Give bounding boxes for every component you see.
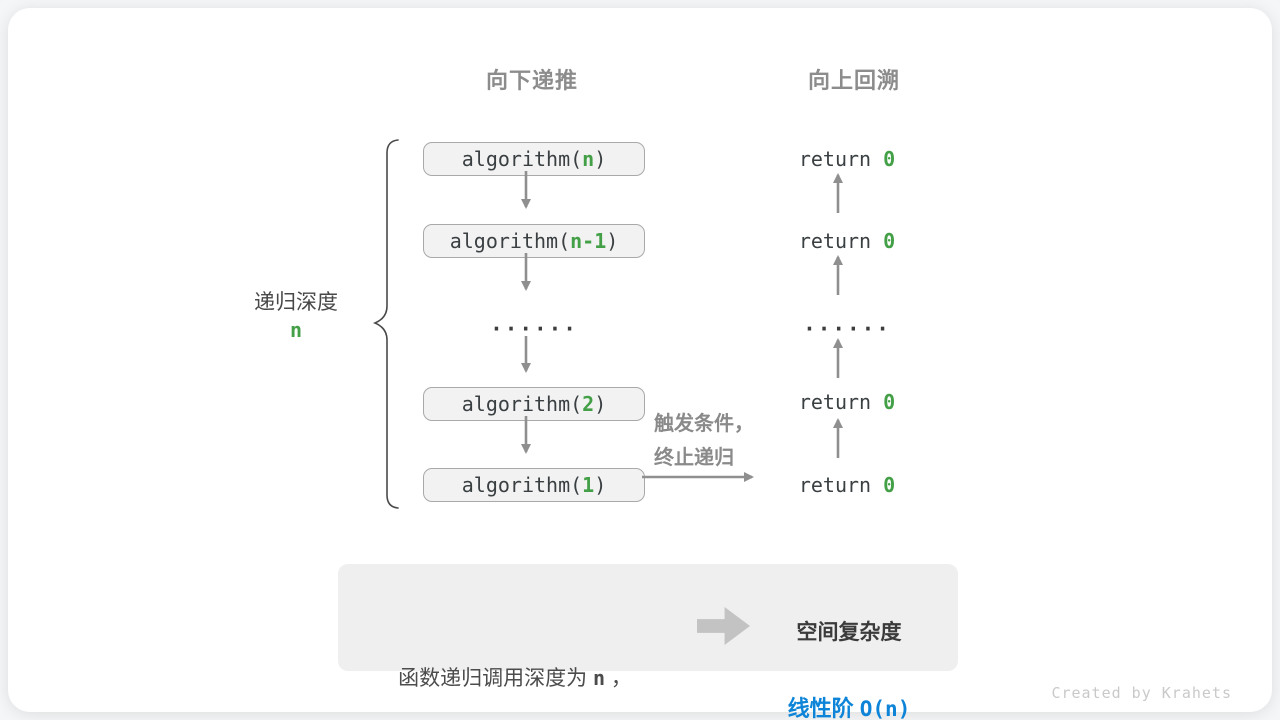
depth-label: 递归深度	[254, 291, 338, 314]
left-ellipsis: ······	[490, 317, 578, 341]
header-upward-backtrack: 向上回溯	[807, 68, 900, 93]
call-box-n: algorithm(n)	[423, 142, 645, 176]
depth-value: n	[289, 318, 303, 342]
return-row-3: return 0	[798, 390, 896, 414]
watermark-credit: Created by Krahets	[1051, 684, 1232, 702]
call-box-2: algorithm(2)	[423, 387, 645, 421]
summary-statement: 函数递归调用深度为 n ， 共使用 O(n) 的栈帧空间	[346, 576, 684, 720]
call-box-n-1: algorithm(n-1)	[423, 224, 645, 258]
complexity-value: 线性阶 O(n)	[787, 696, 911, 720]
return-row-4: return 0	[798, 473, 896, 497]
summary-line-1: 函数递归调用深度为 n ，	[398, 666, 632, 690]
complexity-title: 空间复杂度	[796, 621, 902, 644]
depth-brace	[372, 139, 399, 509]
call-box-1: algorithm(1)	[423, 468, 645, 502]
summary-panel	[338, 564, 958, 671]
header-downward-recursion: 向下递推	[485, 68, 578, 93]
return-row-2: return 0	[798, 229, 896, 253]
call-code: algorithm(n-1)	[449, 229, 619, 253]
call-code: algorithm(1)	[461, 473, 607, 497]
figure-card: 向下递推 向上回溯 递归深度 n algorithm(n) algorithm(…	[8, 8, 1272, 720]
right-ellipsis: ······	[803, 317, 891, 341]
call-code: algorithm(2)	[461, 392, 607, 416]
return-row-1: return 0	[798, 147, 896, 171]
summary-conclusion: 空间复杂度 线性阶 O(n)	[756, 576, 942, 720]
trigger-caption-line2: 终止递归	[654, 447, 734, 469]
trigger-caption-line1: 触发条件，	[654, 413, 754, 435]
call-code: algorithm(n)	[461, 147, 607, 171]
